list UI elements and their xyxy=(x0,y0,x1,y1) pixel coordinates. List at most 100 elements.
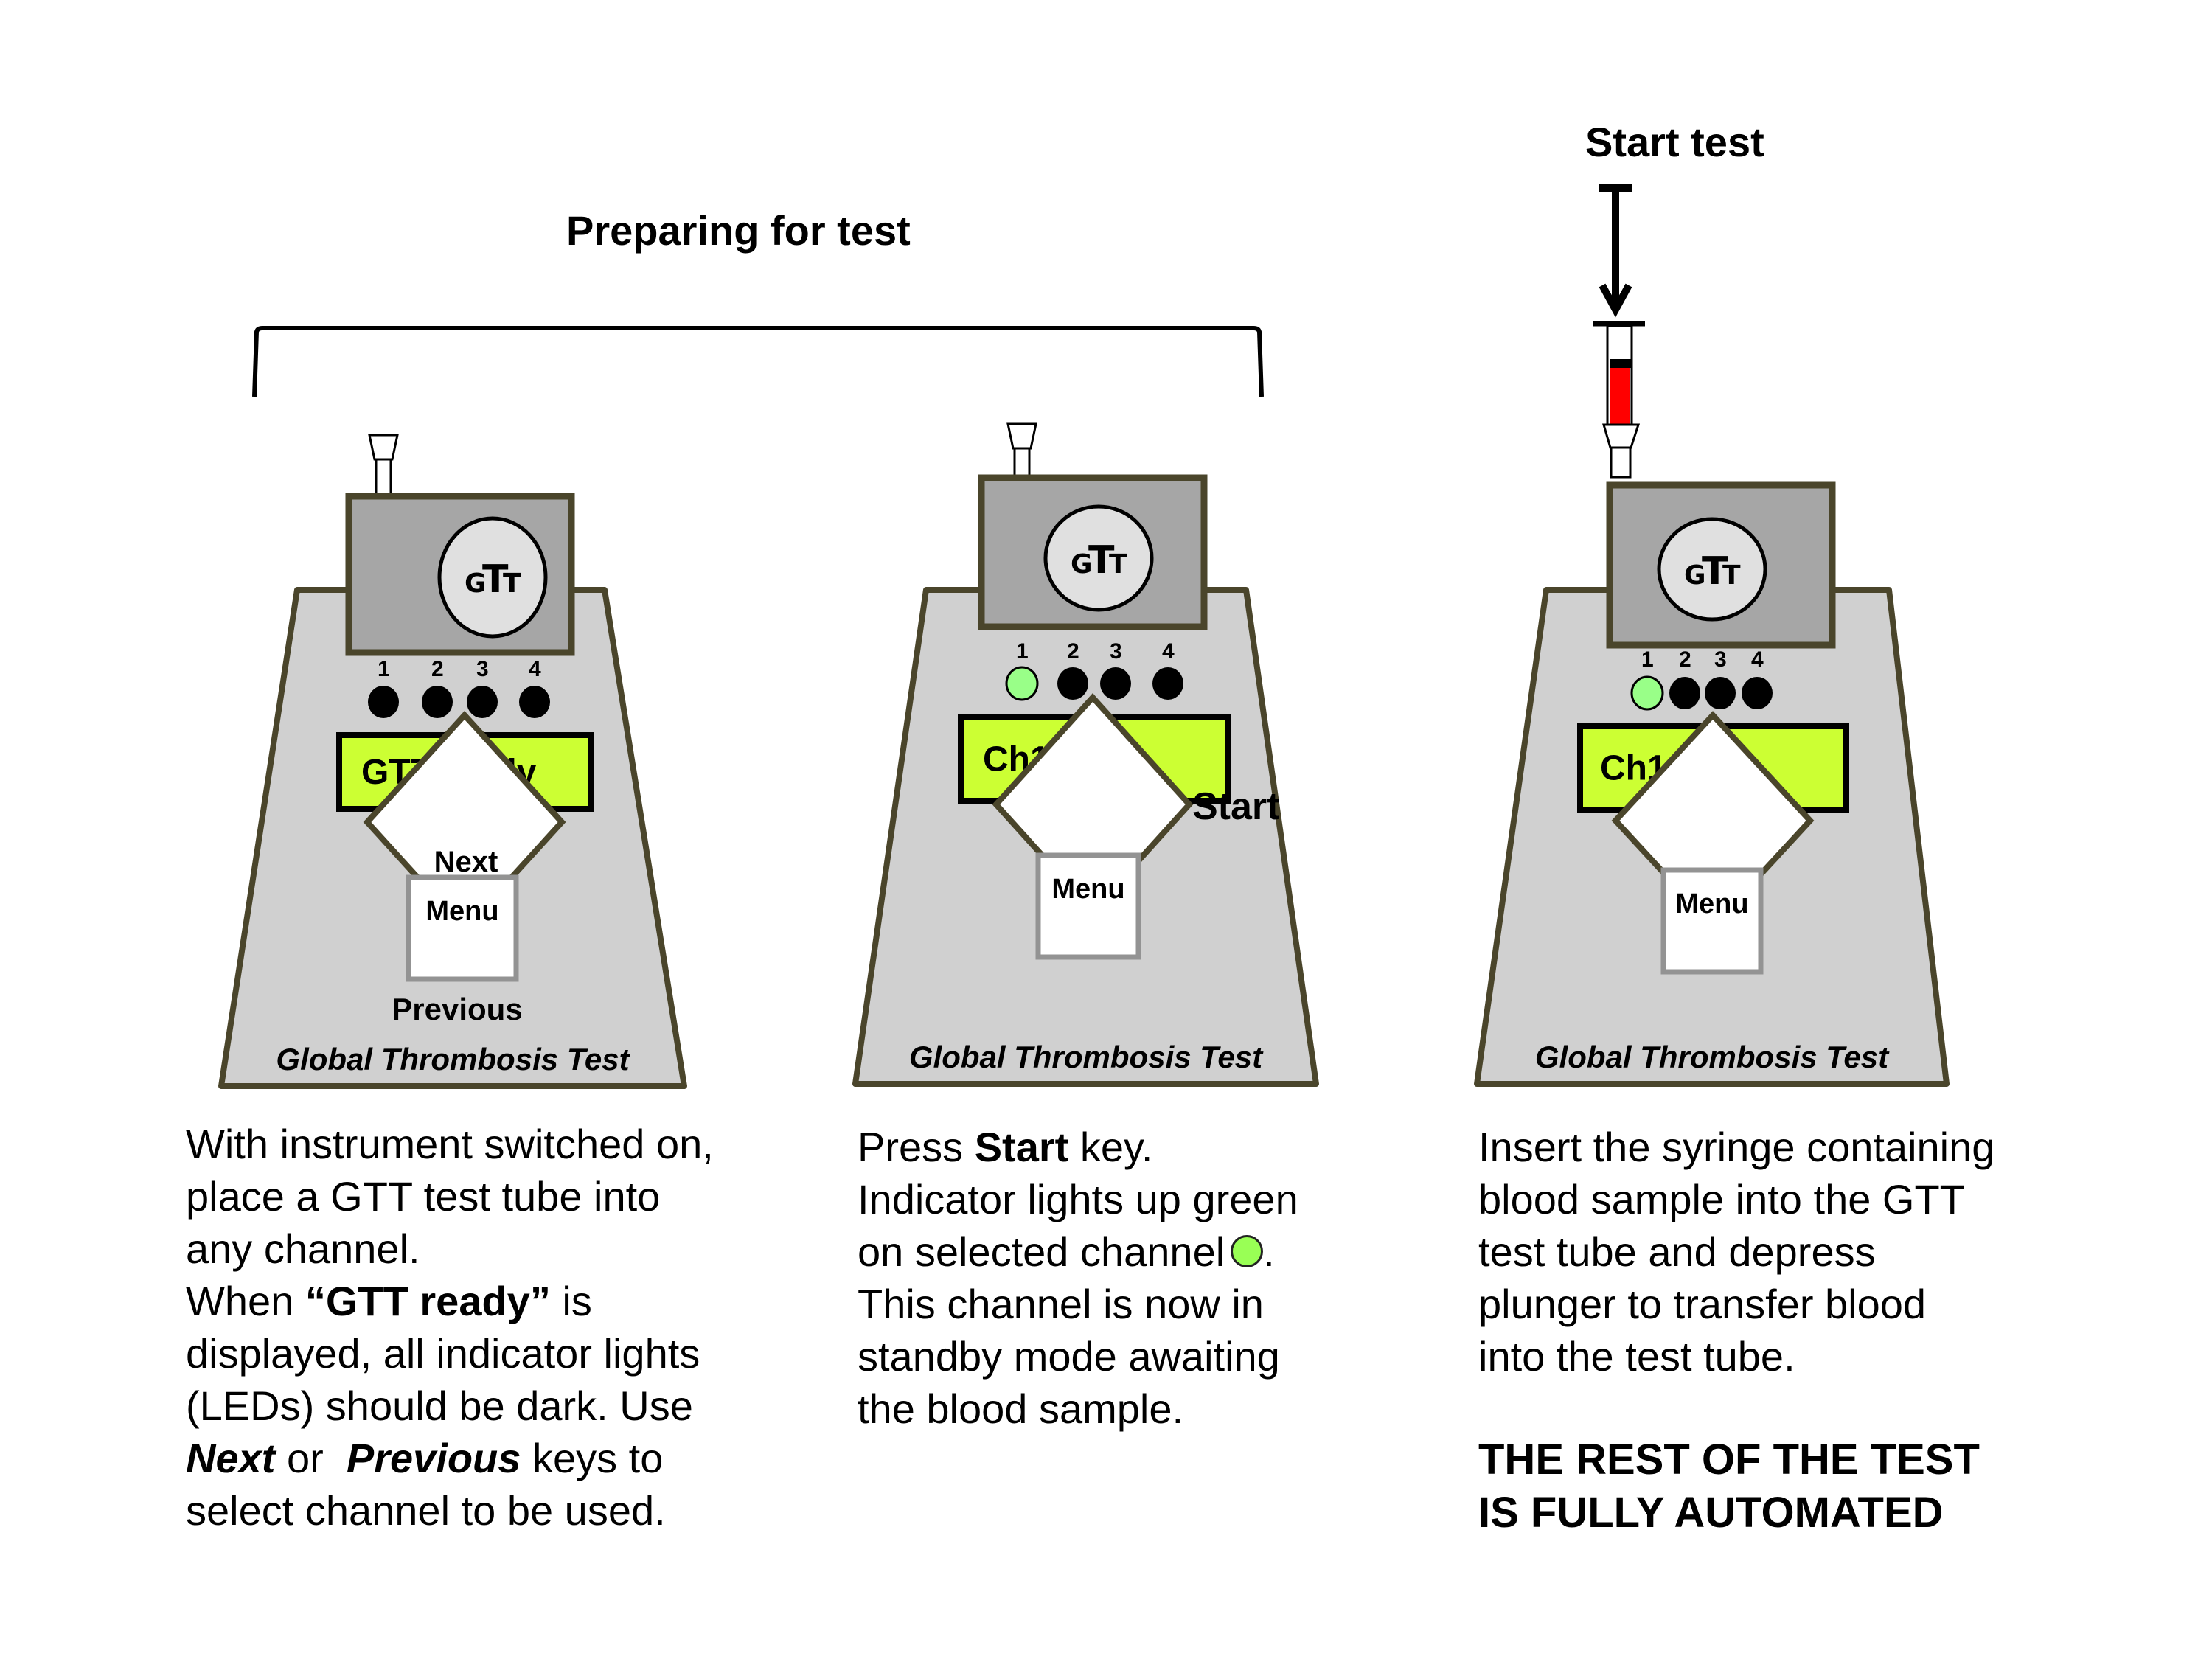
green-led-icon xyxy=(1231,1235,1264,1267)
next-key-emphasis: Next xyxy=(186,1435,276,1481)
logo-letter: T xyxy=(482,557,509,602)
led-off-indicator xyxy=(1705,677,1736,709)
brand-label: Global Thrombosis Test xyxy=(909,1040,1264,1074)
menu-button[interactable] xyxy=(1035,852,1141,960)
led-off-indicator xyxy=(467,686,498,718)
syringe-icon xyxy=(1593,321,1645,479)
menu-button[interactable] xyxy=(406,874,519,982)
channel-number: 4 xyxy=(529,657,541,681)
caption-line: any channel. xyxy=(186,1225,420,1272)
menu-button[interactable] xyxy=(1660,867,1764,975)
logo-letter: G xyxy=(1684,560,1706,591)
brand-label: Global Thrombosis Test xyxy=(276,1042,630,1077)
start-test-heading: Start test xyxy=(1585,119,1764,165)
channel-number: 2 xyxy=(431,657,444,681)
gtt-logo: GTT xyxy=(1657,517,1767,622)
led-green-indicator xyxy=(1630,675,1664,711)
channel-number: 1 xyxy=(1641,647,1654,672)
gtt-ready-emphasis: “GTT ready” xyxy=(305,1278,551,1324)
channel-number: 3 xyxy=(1714,647,1727,672)
caption-line: (LEDs) should be dark. Use xyxy=(186,1382,693,1429)
logo-letter: G xyxy=(465,568,487,599)
logo-letter: T xyxy=(1702,549,1728,594)
led-off-indicator xyxy=(519,686,550,718)
led-off-indicator xyxy=(422,686,453,718)
brand-label: Global Thrombosis Test xyxy=(1535,1040,1890,1074)
channel-number: 2 xyxy=(1067,639,1079,664)
caption-text: is xyxy=(550,1278,592,1324)
led-off-indicator xyxy=(1152,667,1183,700)
led-off-indicator xyxy=(1669,677,1700,709)
caption-line: Indicator lights up green xyxy=(858,1176,1298,1222)
preparing-heading: Preparing for test xyxy=(566,207,911,254)
led-off-indicator xyxy=(368,686,399,718)
led-off-indicator xyxy=(1742,677,1773,709)
logo-letter: T xyxy=(1109,549,1127,580)
logo-letter: G xyxy=(1071,549,1093,580)
caption-line: Press Start key. xyxy=(858,1121,1418,1173)
step3-caption: Insert the syringe containing blood samp… xyxy=(1478,1121,2083,1382)
menu-label: Menu xyxy=(1675,888,1748,919)
caption-text: key. xyxy=(1068,1124,1153,1170)
caption-line: plunger to transfer blood xyxy=(1478,1281,1927,1327)
caption-text: . xyxy=(1263,1228,1275,1275)
caption-line: place a GTT test tube into xyxy=(186,1173,661,1220)
caption-line: Insert the syringe containing xyxy=(1478,1124,1995,1170)
led-green-indicator xyxy=(1005,666,1039,701)
caption-text: Press xyxy=(858,1124,975,1170)
step2-caption: Press Start key. Indicator lights up gre… xyxy=(858,1121,1418,1435)
logo-letter: T xyxy=(1722,560,1741,591)
previous-key-label: Previous xyxy=(392,992,522,1026)
channel-number: 1 xyxy=(1016,639,1029,664)
start-key-label: Start xyxy=(1192,785,1279,828)
previous-key-emphasis: Previous xyxy=(346,1435,521,1481)
channel-number: 4 xyxy=(1751,647,1764,672)
channel-number: 3 xyxy=(1110,639,1122,664)
caption-line: This channel is now in xyxy=(858,1281,1264,1327)
next-key-label: Next xyxy=(434,846,498,878)
keypad[interactable]: Menu Start xyxy=(992,693,1279,960)
automated-notice: THE REST OF THE TEST IS FULLY AUTOMATED xyxy=(1478,1433,2083,1540)
channel-number: 4 xyxy=(1162,639,1175,664)
caption-line: select channel to be used. xyxy=(186,1487,666,1534)
caption-text: on selected channel xyxy=(858,1228,1225,1275)
caption-line: Next or Previous keys to xyxy=(186,1432,790,1484)
logo-letter: T xyxy=(503,568,521,599)
caption-line: blood sample into the GTT xyxy=(1478,1176,1965,1222)
caption-line: test tube and depress xyxy=(1478,1228,1876,1275)
caption-text: When xyxy=(186,1278,305,1324)
caption-text: or xyxy=(275,1435,347,1481)
gtt-logo: GTT xyxy=(437,516,548,639)
menu-label: Menu xyxy=(1051,874,1124,905)
channel-number: 1 xyxy=(378,657,390,681)
caption-line: displayed, all indicator lights xyxy=(186,1330,700,1377)
caption-line: standby mode awaiting xyxy=(858,1333,1280,1380)
gtt-logo: GTT xyxy=(1043,504,1154,612)
channel-number: 3 xyxy=(476,657,489,681)
logo-letter: T xyxy=(1088,538,1115,582)
test-tube-icon xyxy=(1006,422,1037,479)
test-tube-icon xyxy=(368,434,399,498)
caption-line: When “GTT ready” is xyxy=(186,1275,790,1327)
caption-line: on selected channel. xyxy=(858,1225,1418,1278)
push-arrow-icon xyxy=(1599,184,1632,318)
keypad[interactable]: Menu xyxy=(1611,711,1815,975)
led-off-indicator xyxy=(1100,667,1131,700)
caption-line: With instrument switched on, xyxy=(186,1121,714,1167)
caption-text: keys to xyxy=(521,1435,664,1481)
automated-line: IS FULLY AUTOMATED xyxy=(1478,1489,1944,1537)
caption-line: into the test tube. xyxy=(1478,1333,1795,1380)
led-off-indicator xyxy=(1057,667,1088,700)
start-key-emphasis: Start xyxy=(974,1124,1069,1170)
step1-caption: With instrument switched on, place a GTT… xyxy=(186,1118,790,1537)
menu-label: Menu xyxy=(425,896,498,927)
channel-number: 2 xyxy=(1679,647,1691,672)
preparing-bracket xyxy=(252,326,1264,397)
caption-line: the blood sample. xyxy=(858,1385,1184,1432)
automated-line: THE REST OF THE TEST xyxy=(1478,1436,1980,1484)
